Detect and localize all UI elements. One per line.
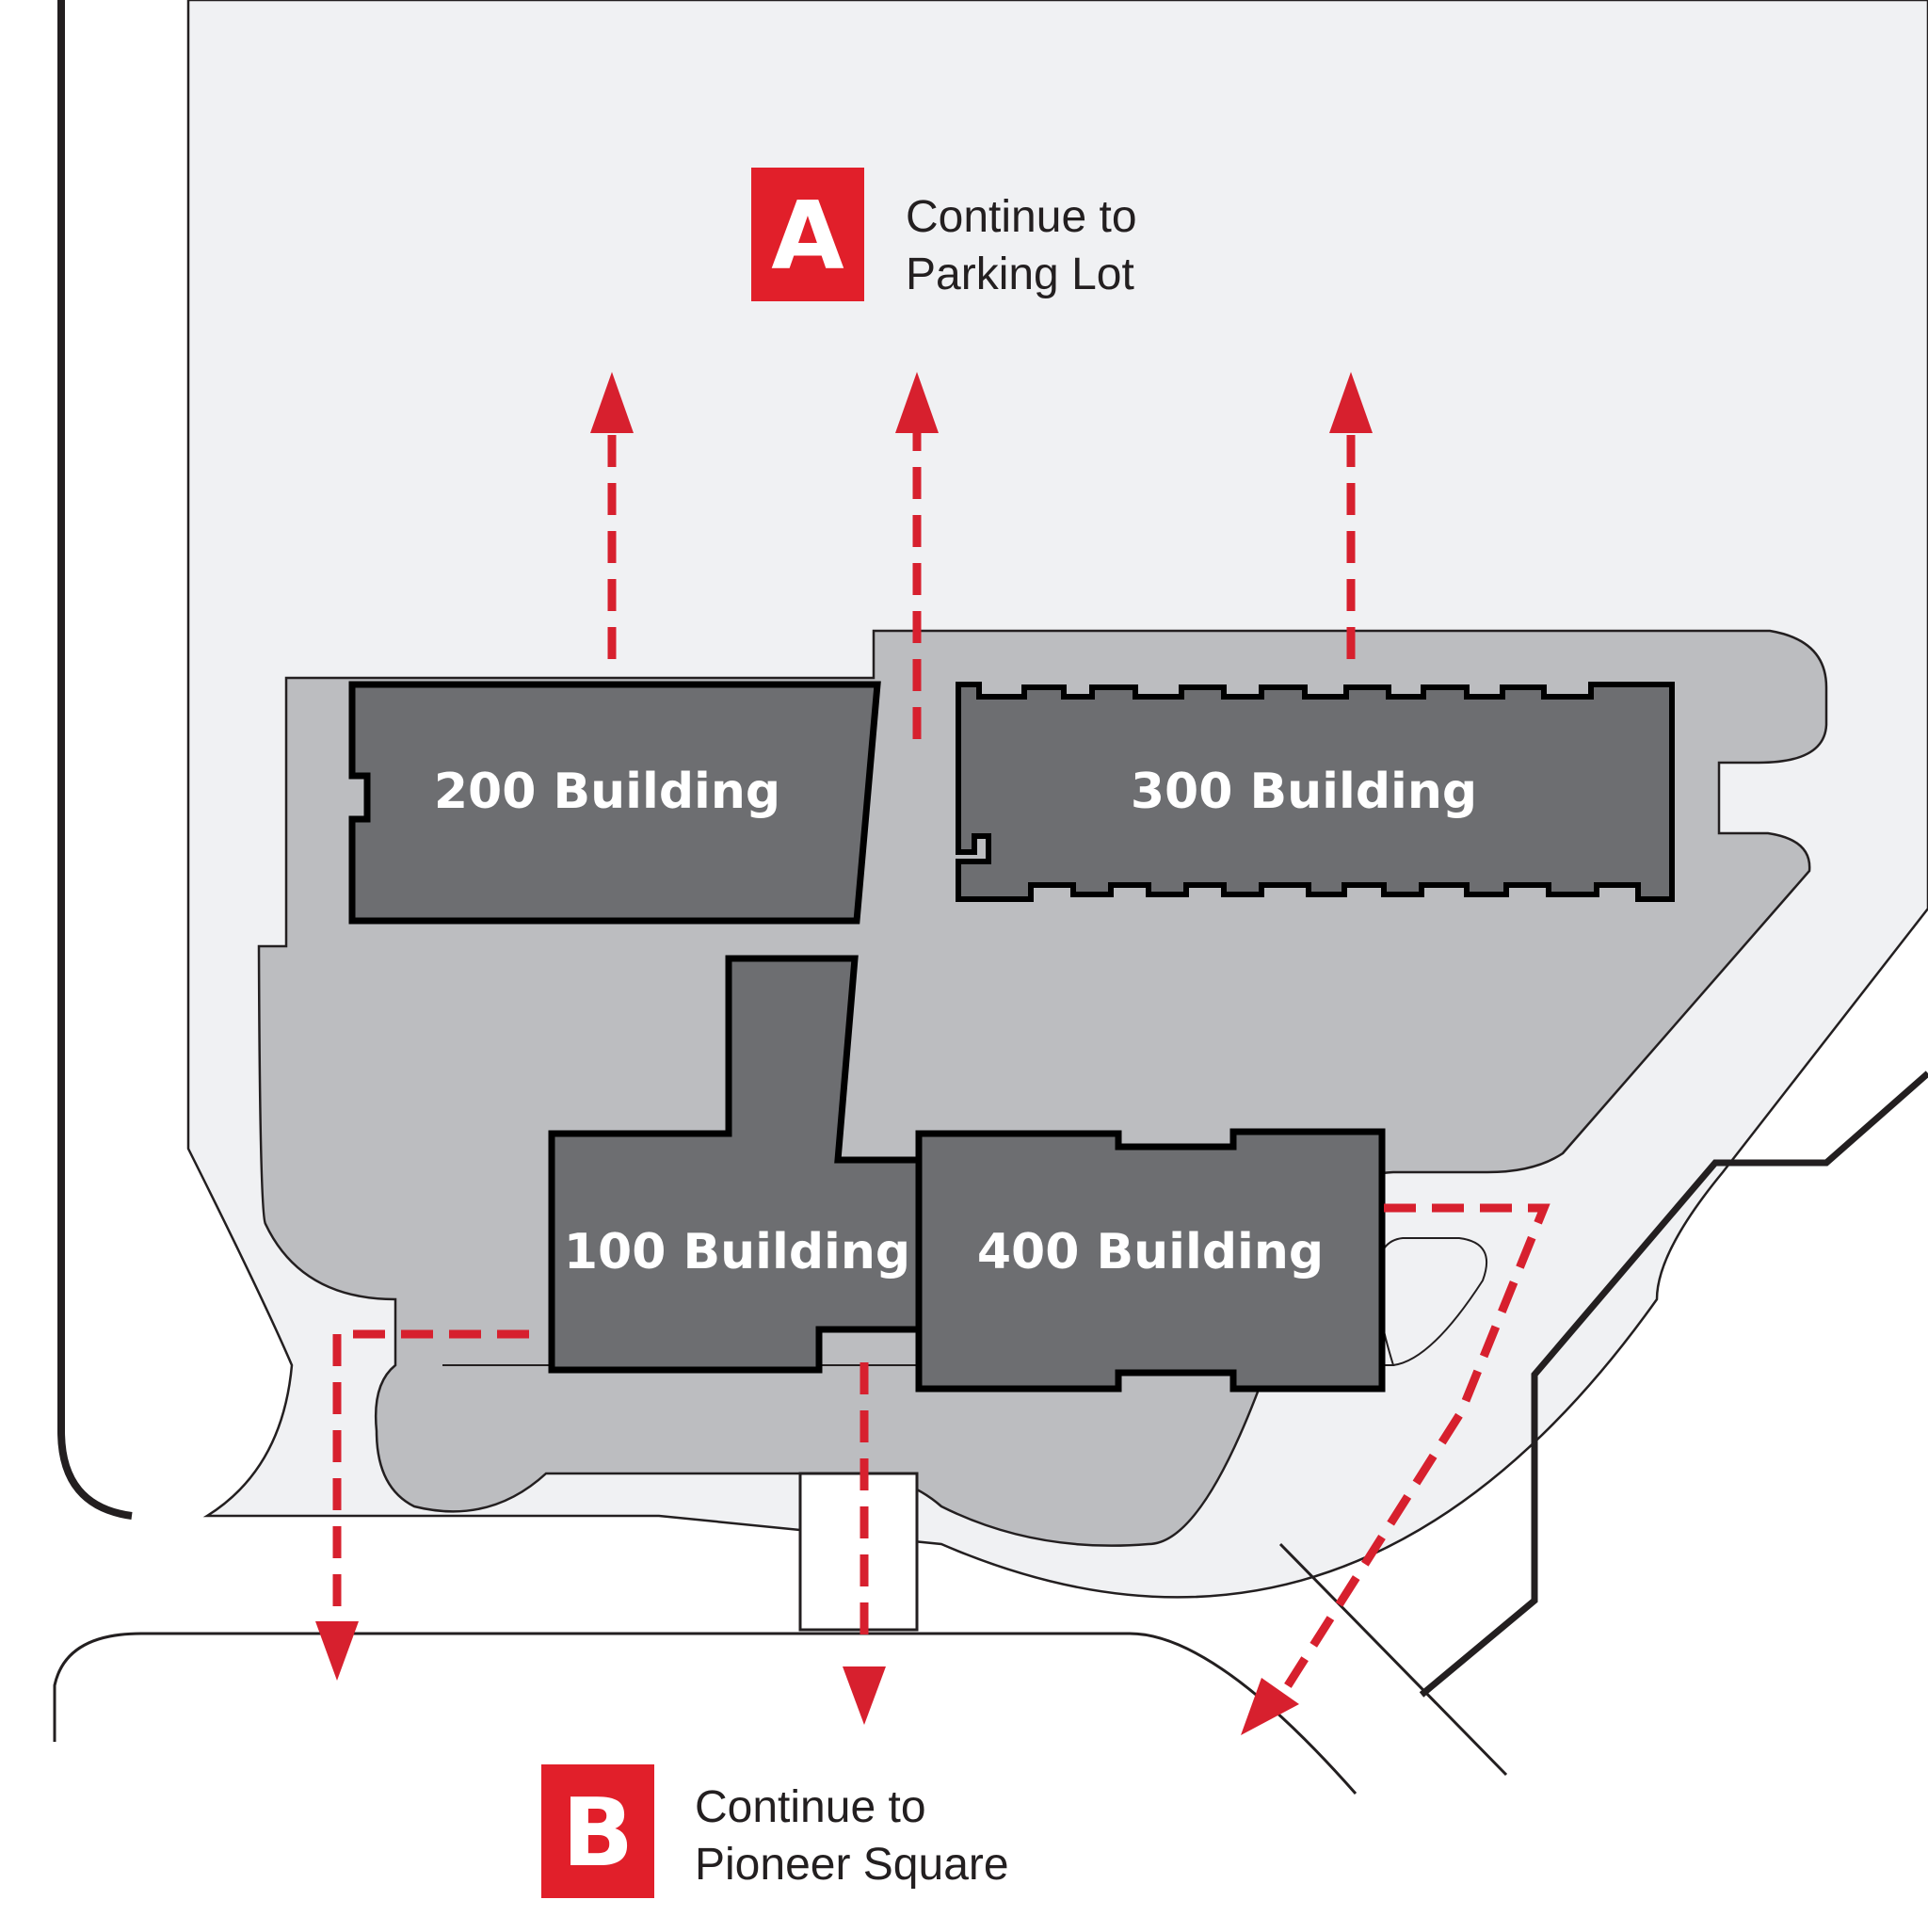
destination-b-letter: B [562,1778,634,1888]
route-north-center-arrowhead [895,372,939,433]
route-south-east [1281,1203,1550,1693]
building-400 [915,1128,1386,1393]
destination-a-marker [751,168,864,301]
building-200-label: 200 Building [434,764,780,820]
destination-b-marker [541,1764,654,1898]
route-north-east-arrowhead [1329,372,1373,433]
building-400-label: 400 Building [977,1224,1324,1280]
route-south-west [332,1329,529,1619]
building-200 [348,681,881,925]
destination-a-line2: Parking Lot [906,250,1134,299]
destination-a-line1: Continue to [906,192,1137,242]
entrance-walkway [798,1472,919,1632]
route-south-east-arrowhead [1241,1678,1299,1735]
building-100-label: 100 Building [564,1224,910,1280]
building-300-label: 300 Building [1131,764,1477,820]
west-property-line [57,0,133,1520]
building-300 [956,682,1675,902]
diagonal-street [1278,1542,1508,1777]
destination-a-letter: A [771,181,844,291]
destination-b-line1: Continue to [695,1782,926,1832]
building-100 [548,955,923,1374]
route-south-center-arrowhead [843,1666,886,1725]
destination-b-line2: Pioneer Square [695,1840,1009,1890]
east-property-line [1419,1071,1928,1698]
route-north-west-arrowhead [590,372,634,433]
pioneer-square-street-north-edge [53,1632,1358,1795]
route-south-west-arrowhead [315,1621,359,1681]
